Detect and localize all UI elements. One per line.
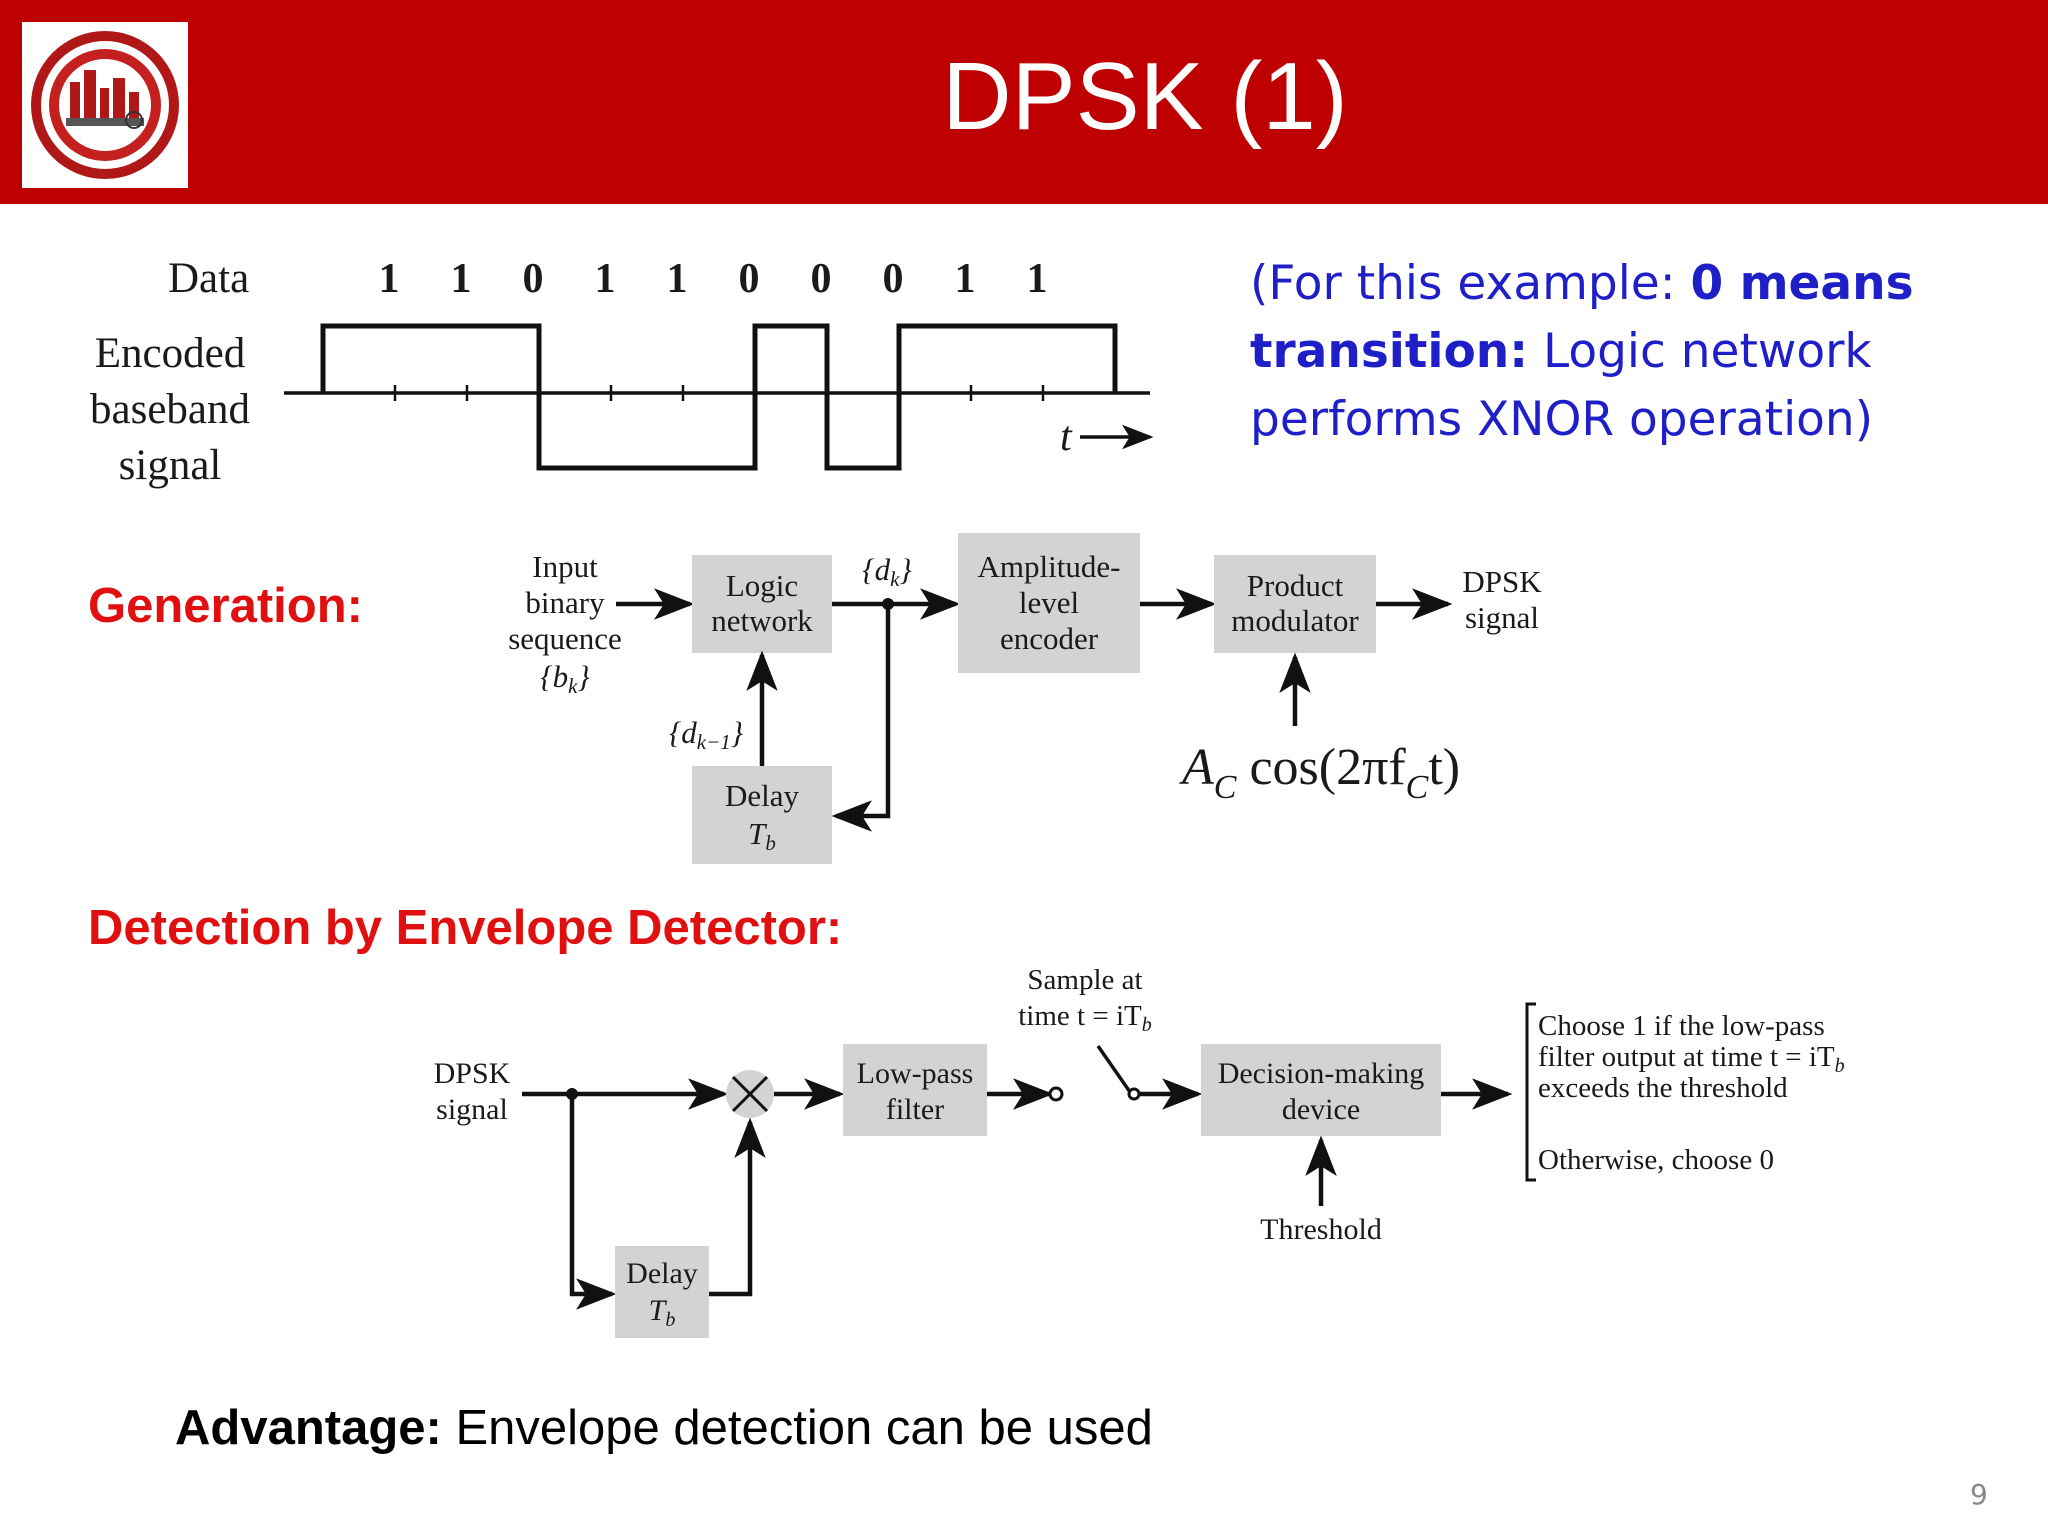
det-delay-out-wire: [709, 1117, 766, 1297]
detection-diagram: DPSK signal Delay Tb Low-pass filter Sam…: [434, 964, 1845, 1338]
multiplier-icon: [726, 1070, 774, 1118]
encoded-waveform: [320, 323, 1118, 471]
gen-delay-symbol: Tb: [748, 816, 776, 855]
det-delay-label: Delay: [626, 1257, 698, 1290]
advantage-body: Envelope detection can be used: [441, 1401, 1153, 1455]
decision-line-1: Decision-making: [1218, 1057, 1425, 1090]
advantage-text: Advantage: Envelope detection can be use…: [175, 1400, 1153, 1456]
threshold-label: Threshold: [1260, 1213, 1382, 1246]
data-bit: 1: [379, 256, 400, 302]
data-bit: 1: [955, 256, 976, 302]
rule1-line-2: filter output at time t = iTb: [1538, 1041, 1845, 1077]
amp-encoder-line-3: encoder: [1000, 621, 1099, 656]
rule1-line-1: Choose 1 if the low-pass: [1538, 1010, 1825, 1042]
page-number: 9: [1970, 1478, 1988, 1511]
data-bit: 1: [1027, 256, 1048, 302]
advantage-label: Advantage:: [175, 1401, 442, 1455]
time-axis-label: t: [1060, 414, 1073, 460]
gen-input-symbol: {bk}: [540, 659, 590, 698]
data-bit: 1: [595, 256, 616, 302]
product-modulator-line-1: Product: [1247, 568, 1344, 603]
sample-line-1: Sample at: [1027, 964, 1142, 996]
decision-device-box: [1201, 1044, 1441, 1136]
lowpass-filter-box: [843, 1044, 987, 1136]
det-delay-box: [615, 1246, 709, 1338]
note-text-1: (For this example:: [1250, 256, 1691, 311]
gen-input-line-3: sequence: [508, 621, 622, 656]
amp-encoder-line-1: Amplitude-: [978, 549, 1121, 584]
data-bit: 1: [451, 256, 472, 302]
rule2-text: Otherwise, choose 0: [1538, 1144, 1774, 1176]
gen-delay-label: Delay: [725, 778, 800, 813]
decision-brace: [1525, 1002, 1536, 1182]
gen-output-line-1: DPSK: [1462, 564, 1542, 599]
gen-input-line-2: binary: [525, 585, 605, 620]
encoded-label-line-1: Encoded: [95, 330, 245, 377]
data-bit: 0: [739, 256, 760, 302]
data-bit: 0: [523, 256, 544, 302]
det-input-line-1: DPSK: [434, 1057, 511, 1090]
gen-input-line-1: Input: [532, 549, 598, 584]
gen-delay-box: [692, 766, 832, 864]
data-bit: 0: [883, 256, 904, 302]
time-axis: t: [284, 385, 1154, 460]
logic-network-box: [692, 555, 832, 653]
det-delay-symbol: Tb: [649, 1294, 676, 1331]
data-label: Data: [168, 255, 249, 302]
encoded-label-line-2: baseband: [90, 386, 250, 433]
encoded-label-line-3: signal: [119, 442, 222, 489]
data-bits: 1 1 0 1 1 0 0 0 1 1: [379, 256, 1048, 302]
lpf-line-2: filter: [886, 1093, 944, 1126]
slide-header: DPSK (1): [0, 0, 2048, 204]
note-text-2: Logic network performs XNOR operation): [1250, 324, 1874, 447]
product-modulator-line-2: modulator: [1231, 603, 1359, 638]
carrier-expression: AC cos(2πfCt): [1179, 739, 1460, 806]
det-delay-feed-wire: [569, 1094, 617, 1310]
det-input-line-2: signal: [436, 1093, 508, 1126]
data-bit: 1: [667, 256, 688, 302]
sampler-switch-icon: [1048, 1045, 1141, 1102]
dk-1-label: {dk−1}: [669, 715, 744, 754]
example-note: (For this example: 0 means transition: L…: [1250, 250, 1970, 454]
amp-encoder-line-2: level: [1019, 585, 1079, 620]
gen-output-line-2: signal: [1465, 600, 1539, 635]
logo-gear-icon: [31, 31, 179, 179]
note-bold: 0 means transition:: [1250, 256, 1914, 379]
detection-heading: Detection by Envelope Detector:: [88, 901, 843, 955]
generation-heading: Generation:: [88, 579, 363, 633]
data-bit: 0: [811, 256, 832, 302]
decision-line-2: device: [1282, 1093, 1360, 1126]
dk-label: {dk}: [862, 552, 912, 591]
rule1-line-3: exceeds the threshold: [1538, 1072, 1788, 1104]
amplitude-encoder-box: [958, 533, 1140, 673]
slide-title: DPSK (1): [942, 43, 1348, 150]
generation-diagram: Input binary sequence {bk} Logic network…: [508, 533, 1542, 864]
feedback-wire: [831, 604, 891, 832]
logic-network-line-2: network: [711, 603, 813, 638]
product-modulator-box: [1214, 555, 1376, 653]
sample-line-2: time t = iTb: [1018, 1000, 1151, 1036]
university-logo: [22, 22, 188, 188]
logic-network-line-1: Logic: [726, 568, 798, 603]
lpf-line-1: Low-pass: [857, 1057, 974, 1090]
